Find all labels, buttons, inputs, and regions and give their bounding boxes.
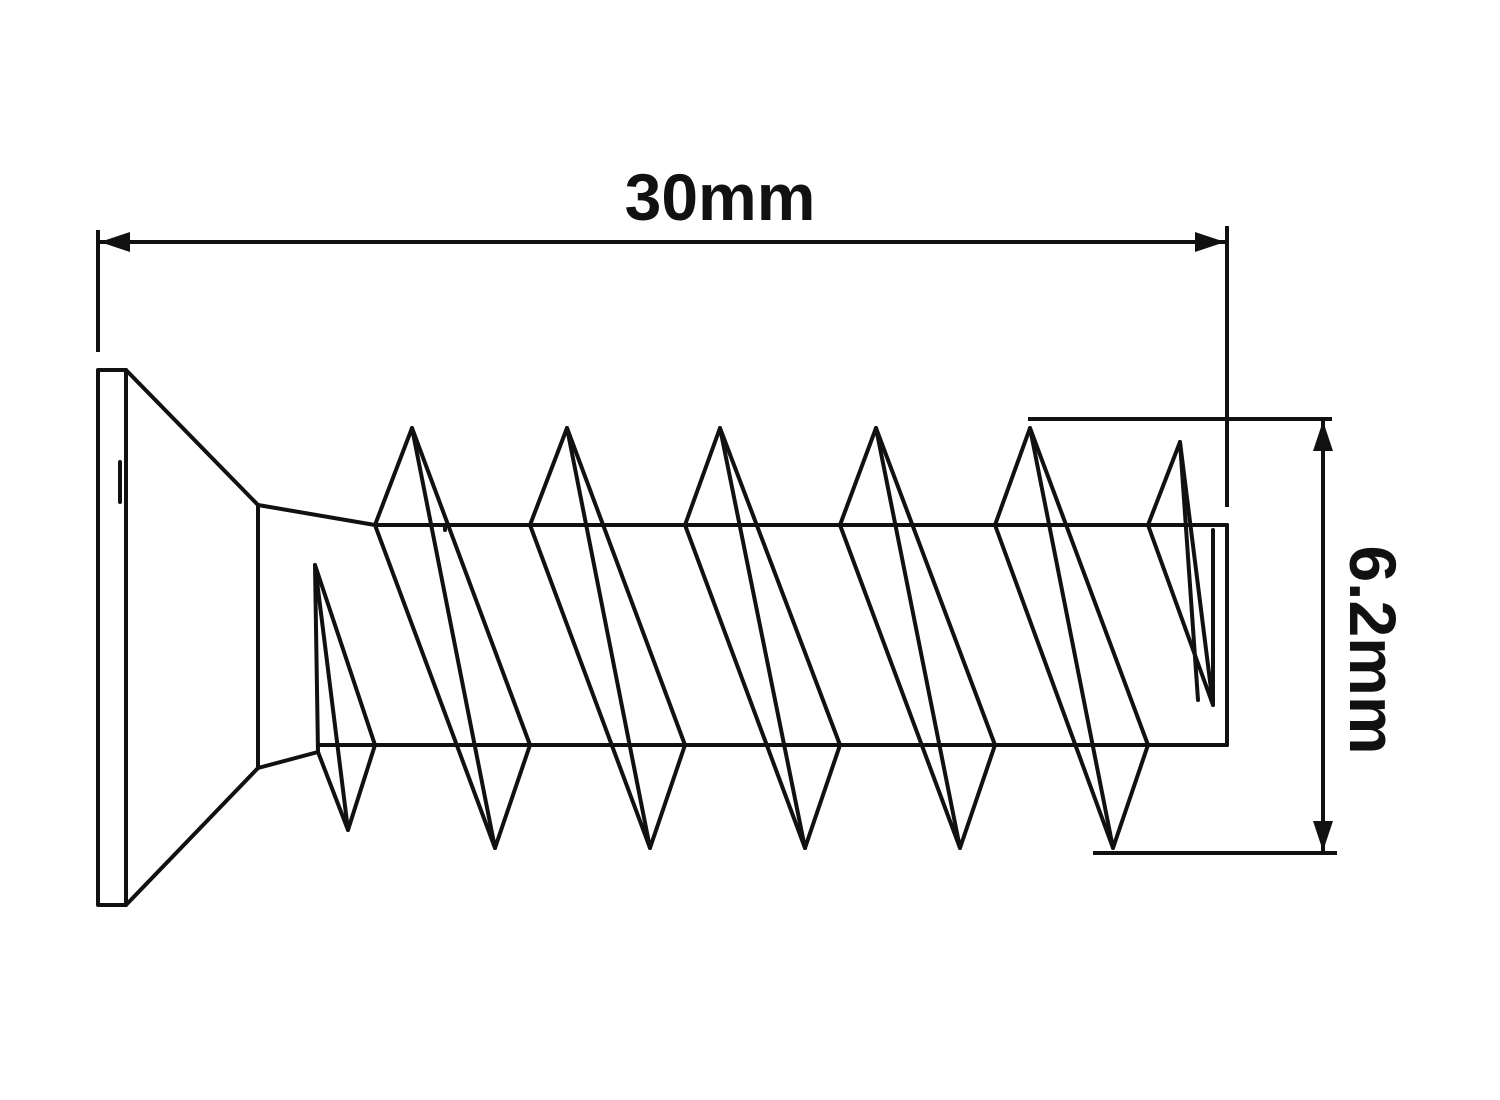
screw-head <box>96 368 377 907</box>
diameter-dimension <box>1028 417 1337 855</box>
thread-2 <box>528 426 687 850</box>
thread-partial-end <box>1146 440 1215 707</box>
thread-5 <box>993 426 1150 850</box>
length-label: 30mm <box>625 160 816 234</box>
thread-3 <box>683 426 842 850</box>
diameter-label: 6.2mm <box>1336 545 1410 754</box>
thread-4 <box>838 426 997 850</box>
thread-1 <box>373 426 532 850</box>
thread-partial-start <box>313 563 377 832</box>
screw-drawing <box>96 368 1229 907</box>
length-dimension <box>96 226 1229 507</box>
